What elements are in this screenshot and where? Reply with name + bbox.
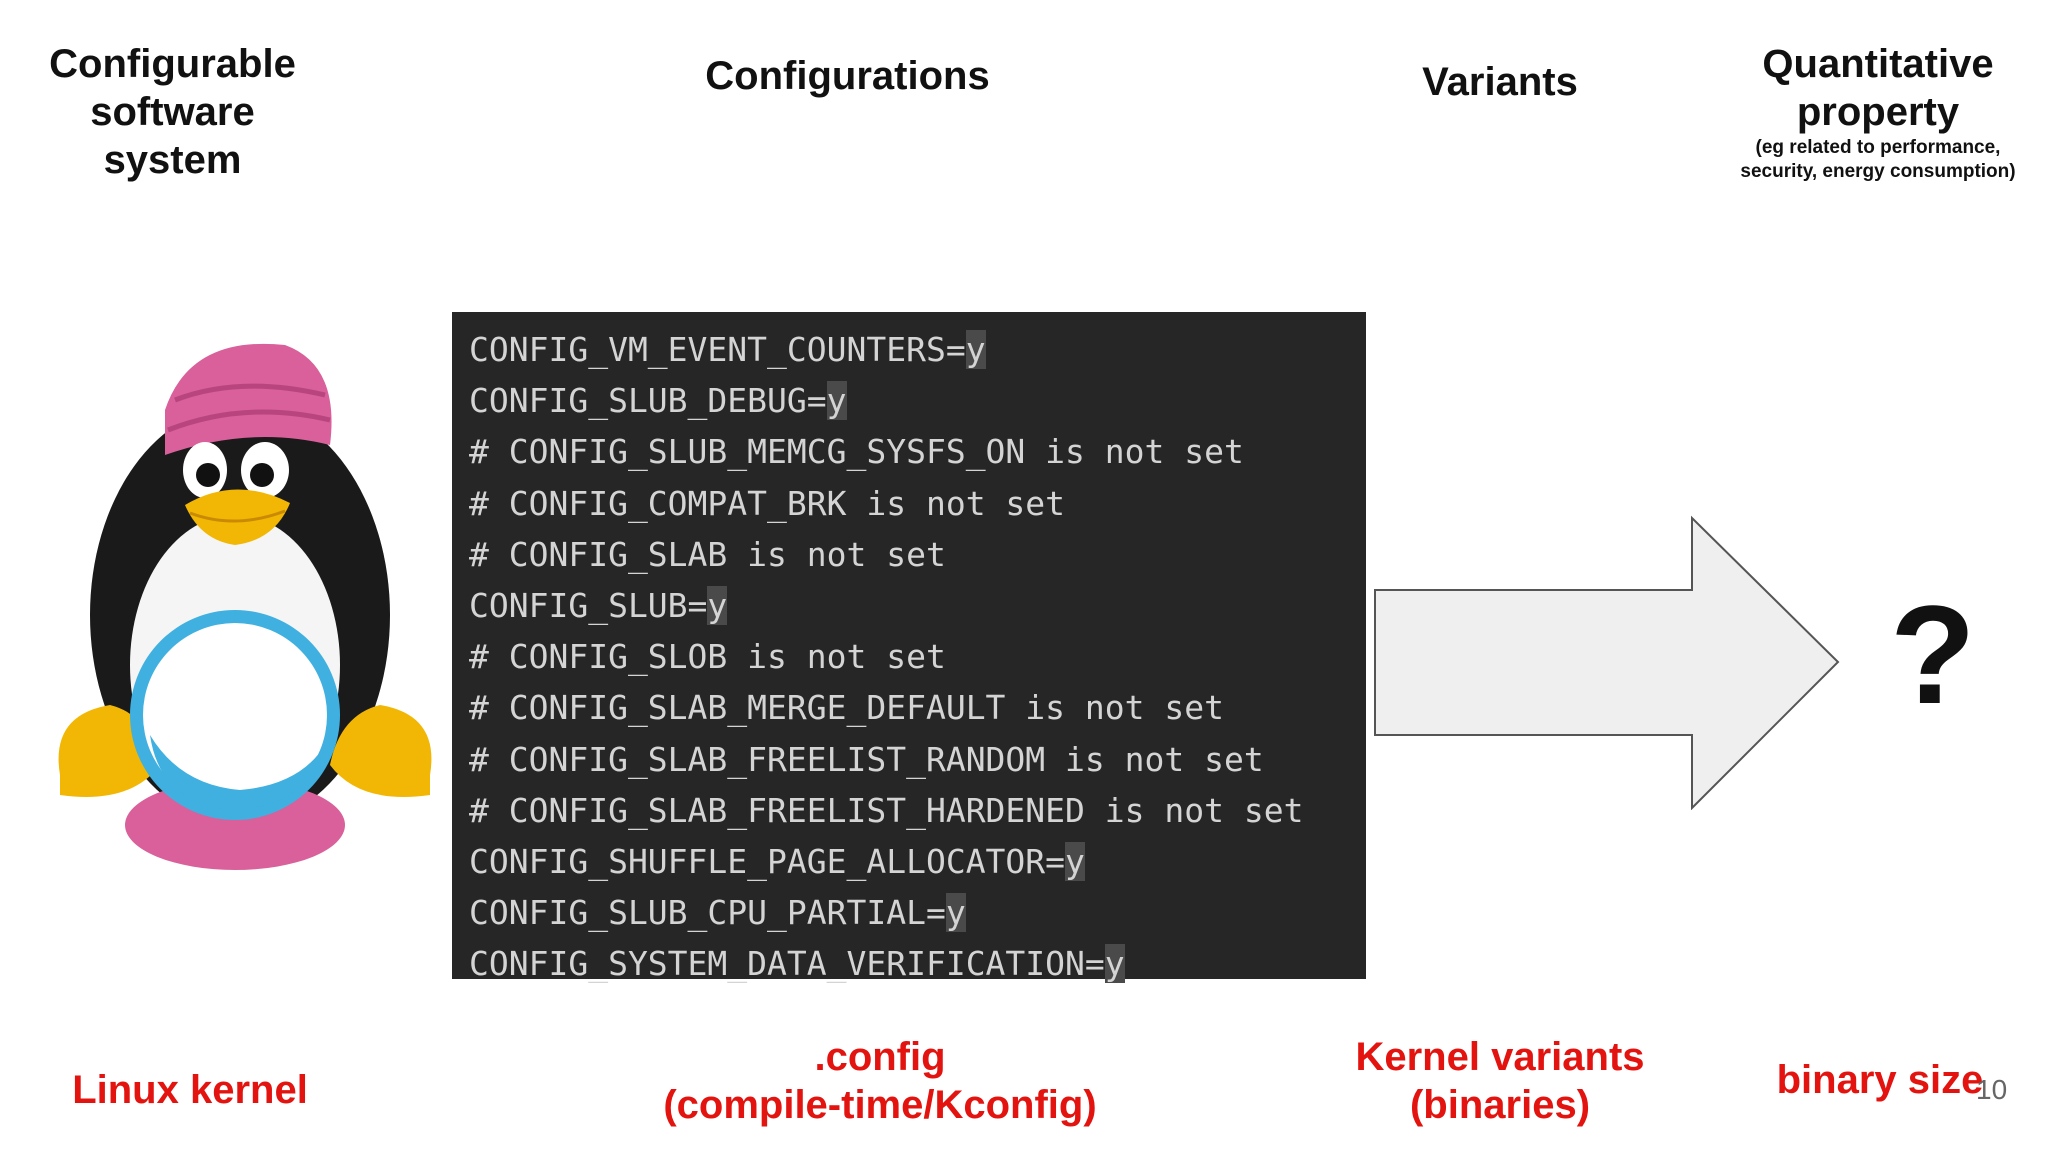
- header-line: Configurable: [49, 42, 296, 86]
- header-line: Quantitative: [1762, 42, 1994, 86]
- config-line-value: y: [826, 381, 847, 421]
- config-line: CONFIG_SLUB_DEBUG=y: [469, 375, 1366, 426]
- config-line-text: # CONFIG_SLAB is not set: [469, 534, 946, 574]
- header-line: property: [1796, 90, 1960, 134]
- config-line-text: CONFIG_SLUB=: [469, 585, 708, 625]
- footer-line: Kernel variants: [1355, 1035, 1645, 1079]
- config-line-text: # CONFIG_SLAB_FREELIST_RANDOM is not set: [469, 739, 1264, 779]
- config-line-value: y: [707, 585, 728, 625]
- header-line: system: [103, 138, 242, 182]
- footer-binary-size: binary size: [1776, 1058, 1984, 1102]
- config-line: CONFIG_SYSTEM_DATA_VERIFICATION=y: [469, 938, 1366, 989]
- config-line: # CONFIG_SLAB is not set: [469, 529, 1366, 580]
- config-line-value: y: [965, 330, 986, 369]
- config-line-text: CONFIG_VM_EVENT_COUNTERS=: [469, 330, 966, 369]
- config-line: CONFIG_SLUB_CPU_PARTIAL=y: [469, 887, 1366, 938]
- config-line-text: CONFIG_SLUB_CPU_PARTIAL=: [469, 893, 946, 933]
- config-line: # CONFIG_SLAB_FREELIST_RANDOM is not set: [469, 734, 1366, 785]
- header-configurable-system: Configurable software system: [30, 40, 315, 184]
- config-line: CONFIG_VM_EVENT_COUNTERS=y: [469, 324, 1366, 375]
- footer-config: .config (compile-time/Kconfig): [640, 1033, 1120, 1129]
- config-line-value: y: [945, 893, 966, 933]
- property-note-line: (eg related to performance,: [1755, 137, 2001, 158]
- footer-linux-kernel: Linux kernel: [72, 1068, 308, 1112]
- footer-line: .config: [814, 1035, 946, 1079]
- tux-fortune-teller-illustration: [58, 343, 432, 870]
- config-line-value: y: [1065, 841, 1085, 881]
- header-line: software: [90, 90, 255, 134]
- config-line-text: CONFIG_SHUFFLE_PAGE_ALLOCATOR=: [469, 841, 1066, 881]
- footer-kernel-variants: Kernel variants (binaries): [1330, 1033, 1670, 1129]
- config-line-text: # CONFIG_SLUB_MEMCG_SYSFS_ON is not set: [469, 432, 1244, 472]
- config-line: CONFIG_SHUFFLE_PAGE_ALLOCATOR=y: [469, 836, 1366, 887]
- config-line-text: # CONFIG_SLAB_MERGE_DEFAULT is not set: [469, 688, 1224, 728]
- config-line-text: # CONFIG_SLAB_FREELIST_HARDENED is not s…: [469, 790, 1304, 830]
- config-line: # CONFIG_SLUB_MEMCG_SYSFS_ON is not set: [469, 426, 1366, 477]
- question-mark: ?: [1890, 576, 1976, 733]
- config-line-text: # CONFIG_SLOB is not set: [469, 637, 946, 677]
- config-line-text: CONFIG_SYSTEM_DATA_VERIFICATION=: [469, 944, 1105, 984]
- config-line: # CONFIG_SLAB_MERGE_DEFAULT is not set: [469, 682, 1366, 733]
- config-line: # CONFIG_SLAB_FREELIST_HARDENED is not s…: [469, 785, 1366, 836]
- page-number: 10: [1976, 1074, 2008, 1105]
- config-line-text: CONFIG_SLUB_DEBUG=: [469, 381, 827, 421]
- header-variants: Variants: [1422, 60, 1578, 104]
- config-line: # CONFIG_COMPAT_BRK is not set: [469, 478, 1366, 529]
- property-note-line: security, energy consumption): [1740, 161, 2016, 182]
- config-line-value: y: [1104, 944, 1125, 984]
- header-configurations: Configurations: [705, 54, 990, 98]
- config-line: # CONFIG_SLOB is not set: [469, 631, 1366, 682]
- config-line-text: # CONFIG_COMPAT_BRK is not set: [469, 483, 1066, 523]
- header-quantitative-property: Quantitative property (eg related to per…: [1718, 40, 2038, 184]
- arrow-icon: [1374, 515, 1840, 810]
- footer-line: (binaries): [1409, 1083, 1591, 1127]
- footer-line: (compile-time/Kconfig): [663, 1083, 1097, 1127]
- config-line: CONFIG_SLUB=y: [469, 580, 1366, 631]
